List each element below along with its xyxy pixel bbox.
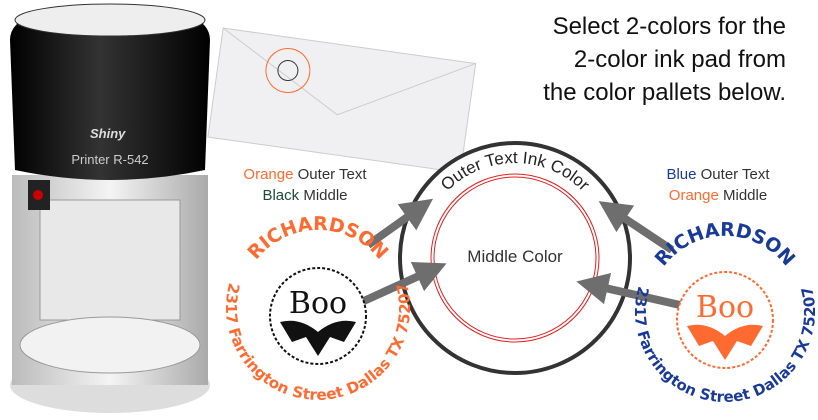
outer-color-name: Orange (243, 166, 294, 183)
model-label: Printer R-542 (71, 152, 148, 167)
ink-diagram: Outer Text Ink Color Middle Color (398, 141, 632, 375)
headline-line: 2-color ink pad from (573, 46, 786, 73)
headline-line: Select 2-colors for the (552, 13, 786, 40)
middle-suffix: Middle (718, 187, 768, 204)
left-stamp-sample: RICHARDSON 2317 Farrington Street Dallas… (222, 213, 414, 404)
brand-logo: Shiny (90, 126, 126, 141)
middle-suffix: Middle (299, 187, 348, 204)
outer-suffix: Outer Text (293, 166, 367, 183)
arrow-icon (365, 198, 434, 249)
bat-icon (687, 324, 763, 360)
bat-icon (280, 320, 356, 356)
headline: Select 2-colors for the 2-color ink pad … (543, 10, 786, 109)
arrow-icon (598, 201, 675, 254)
seal-text: Boo (696, 290, 754, 325)
stamp-name: RICHARDSON (243, 213, 392, 264)
stamp-device-image: Shiny Printer R-542 (10, 3, 210, 413)
right-option-label: Blue Outer Text Orange Middle (648, 164, 788, 206)
outer-color-name: Blue (666, 166, 697, 183)
middle-color-label: Middle Color (467, 247, 563, 266)
envelope-image (207, 27, 477, 174)
seal-text: Boo (289, 286, 347, 321)
middle-color-name: Black (262, 187, 300, 204)
left-option-label: Orange Outer Text Black Middle (235, 164, 375, 206)
right-stamp-sample: RICHARDSON 2317 Farrington Street Dallas… (631, 219, 818, 406)
arrow-icon (353, 262, 447, 309)
stamp-name: RICHARDSON (651, 219, 800, 270)
arrows (353, 198, 681, 309)
outer-suffix: Outer Text (696, 166, 770, 183)
middle-color-name: Orange (668, 187, 719, 204)
arrow-icon (576, 272, 681, 309)
headline-line: the color pallets below. (543, 79, 786, 106)
